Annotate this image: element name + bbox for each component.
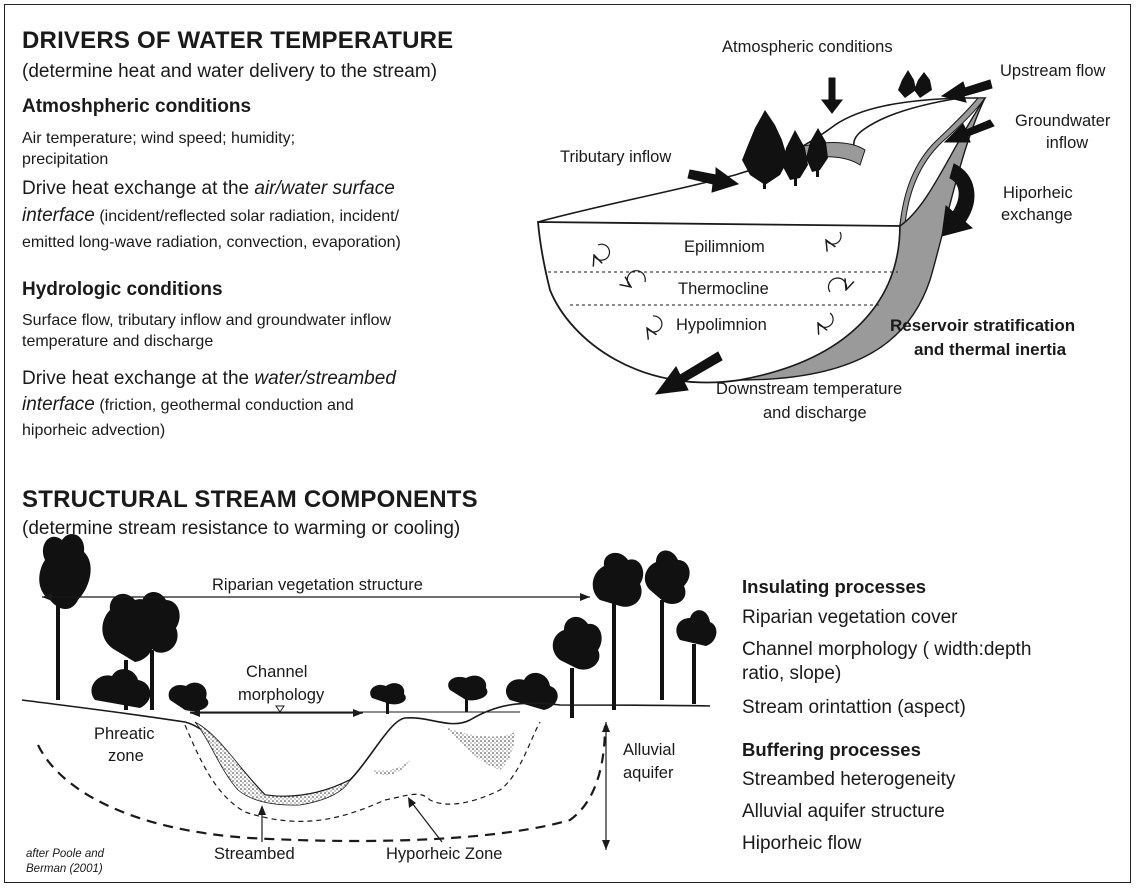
- downstream-label-1: Downstream temperature: [716, 380, 903, 398]
- hydrologic-drive-text: Drive heat exchange at the: [22, 368, 255, 389]
- insulating-item: Stream orintattion (aspect): [742, 697, 966, 718]
- buffering-item: Hiporheic flow: [742, 833, 862, 854]
- buffering-heading: Buffering processes: [742, 739, 921, 760]
- hyporheic-zone-label: Hyporheic Zone: [386, 845, 503, 863]
- hyporheic-pointer: [411, 802, 443, 843]
- streambed-fill: [194, 721, 351, 806]
- flow-arrows: [654, 77, 995, 395]
- stratification-label-2: and thermal inertia: [914, 340, 1067, 359]
- insulating-item: ratio, slope): [742, 663, 842, 684]
- atmospheric-interface-emphasis: interface: [22, 205, 95, 226]
- atmospheric-drive-emphasis: air/water surface: [254, 178, 395, 199]
- figure-frame: [4, 4, 1131, 883]
- hiporheic-exchange-label-2: exchange: [1001, 206, 1073, 224]
- channel-label-2: morphology: [238, 686, 325, 704]
- atmospheric-drive-detail: (incident/reflected solar radiation, inc…: [94, 208, 400, 225]
- alluvial-aquifer-boundary: [37, 725, 607, 843]
- groundwater-inflow-label-1: Groundwater: [1015, 112, 1111, 130]
- atmospheric-drive-line-2: interface (incident/reflected solar radi…: [22, 205, 399, 228]
- hypolimnion-label: Hypolimnion: [676, 316, 767, 334]
- atmospheric-line-1: Air temperature; wind speed; humidity;: [22, 130, 296, 147]
- phreatic-label-1: Phreatic: [94, 725, 155, 743]
- buffering-item: Alluvial aquifer structure: [742, 801, 945, 822]
- downstream-label-2: and discharge: [763, 404, 867, 422]
- water-level-marker: [275, 705, 285, 713]
- structural-title: STRUCTURAL STREAM COMPONENTS: [22, 486, 478, 513]
- alluvial-label-1: Alluvial: [623, 741, 676, 759]
- hydrologic-line-1: Surface flow, tributary inflow and groun…: [22, 312, 392, 329]
- channel-label-1: Channel: [246, 663, 308, 681]
- hydrologic-drive-detail: (friction, geothermal conduction and: [94, 397, 354, 414]
- tributary-inflow-label: Tributary inflow: [560, 148, 672, 166]
- streambed-fill-mid: [370, 760, 410, 776]
- reservoir-trees: [742, 70, 932, 189]
- atmospheric-line-2: precipitation: [22, 151, 109, 168]
- atmospheric-conditions-label: Atmospheric conditions: [722, 38, 893, 56]
- groundwater-inflow-label-2: inflow: [1046, 134, 1089, 152]
- hydrologic-interface-emphasis: interface: [22, 394, 95, 415]
- atmospheric-heading: Atmoshpheric conditions: [22, 96, 252, 117]
- alluvial-label-2: aquifer: [623, 764, 674, 782]
- structural-subtitle: (determine stream resistance to warming …: [22, 518, 461, 539]
- citation-line-2: Berman (2001): [26, 863, 103, 875]
- hydrologic-drive-emphasis: water/streambed: [254, 368, 396, 389]
- hydrologic-drive-line-1: Drive heat exchange at the water/streamb…: [22, 368, 396, 391]
- buffering-item: Streambed heterogeneity: [742, 769, 956, 790]
- atmospheric-drive-line-1: Drive heat exchange at the air/water sur…: [22, 178, 395, 201]
- atmospheric-drive-text: Drive heat exchange at the: [22, 178, 255, 199]
- insulating-item: Channel morphology ( width:depth: [742, 639, 1032, 660]
- riparian-label: Riparian vegetation structure: [208, 576, 427, 596]
- hydrologic-drive-line-3: hiporheic advection): [22, 422, 166, 439]
- hydrologic-drive-line-2: interface (friction, geothermal conducti…: [22, 394, 354, 417]
- atmospheric-drive-line-3: emitted long-wave radiation, convection,…: [22, 234, 401, 251]
- epilimnion-label: Epilimniom: [684, 238, 765, 256]
- upstream-flow-label: Upstream flow: [1000, 62, 1106, 80]
- hydrologic-heading: Hydrologic conditions: [22, 279, 223, 300]
- ground-surface: [21, 699, 711, 798]
- streambed-label: Streambed: [214, 845, 295, 863]
- hiporheic-exchange-label-1: Hiporheic: [1003, 184, 1073, 202]
- insulating-item: Riparian vegetation cover: [742, 607, 958, 628]
- insulating-heading: Insulating processes: [742, 576, 927, 597]
- hydrologic-line-2: temperature and discharge: [22, 333, 214, 350]
- cross-section-trees: [39, 533, 717, 718]
- phreatic-label-2: zone: [108, 747, 144, 765]
- streambed-fill-right: [440, 725, 515, 770]
- hyporheic-boundary: [184, 721, 541, 822]
- drivers-subtitle: (determine heat and water delivery to th…: [22, 61, 438, 82]
- stratification-label-1: Reservoir stratification: [890, 316, 1076, 335]
- citation-line-1: after Poole and: [26, 848, 105, 860]
- thermocline-label: Thermocline: [678, 280, 769, 298]
- drivers-title: DRIVERS OF WATER TEMPERATURE: [22, 27, 454, 54]
